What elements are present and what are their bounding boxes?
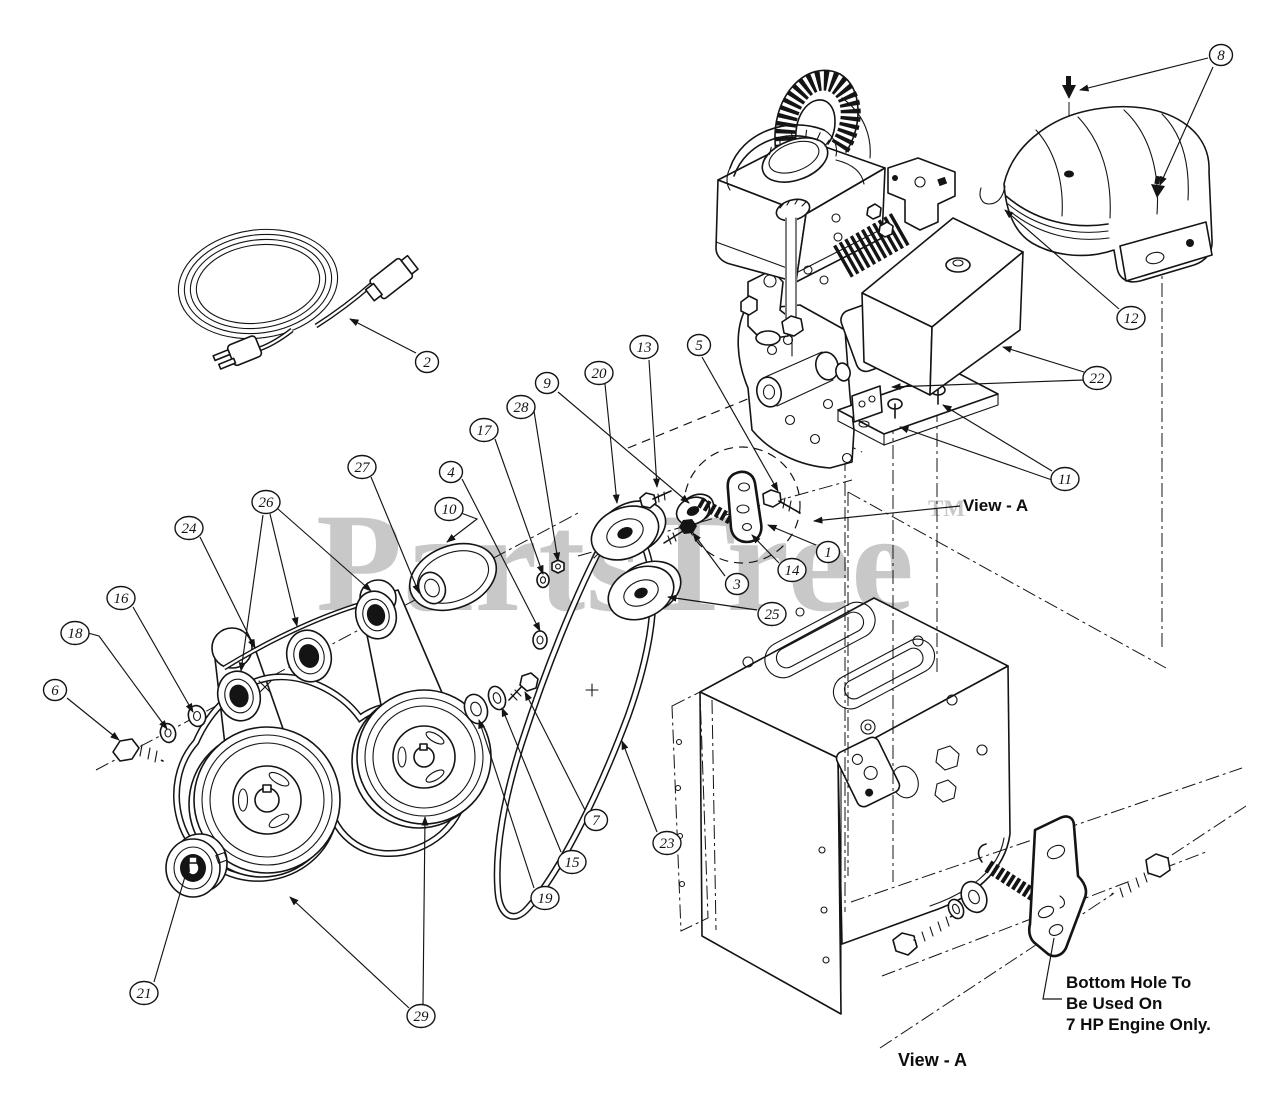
idler-hardware — [408, 397, 863, 650]
callout-14: 14 — [777, 557, 807, 583]
labels: View - A View - A Bottom Hole To Be Used… — [813, 496, 1211, 1070]
svg-text:19: 19 — [538, 891, 554, 907]
callout-20: 20 — [584, 360, 614, 386]
svg-text:2: 2 — [423, 355, 431, 371]
svg-text:14: 14 — [785, 563, 801, 579]
svg-text:12: 12 — [1124, 311, 1140, 327]
leader-lines — [66, 57, 1214, 1009]
view-a-detail — [892, 815, 1171, 1000]
callout-24: 24 — [174, 515, 204, 541]
callout-8: 8 — [1208, 43, 1234, 67]
callout-2: 2 — [414, 350, 440, 374]
callout-10: 10 — [434, 496, 464, 522]
note-line-3: 7 HP Engine Only. — [1066, 1015, 1211, 1034]
callout-18: 18 — [60, 620, 90, 646]
svg-text:21: 21 — [137, 986, 152, 1002]
svg-text:26: 26 — [259, 495, 275, 511]
callout-28: 28 — [506, 394, 536, 420]
belt-cover — [979, 76, 1213, 283]
callout-26: 26 — [251, 489, 281, 515]
callout-12: 12 — [1116, 305, 1146, 331]
view-a-top-label: View - A — [963, 496, 1028, 515]
svg-text:5: 5 — [695, 338, 703, 354]
svg-text:29: 29 — [414, 1009, 430, 1025]
svg-text:13: 13 — [637, 340, 652, 356]
view-a-bottom-label: View - A — [898, 1050, 967, 1070]
callout-21: 21 — [129, 980, 159, 1006]
svg-text:18: 18 — [68, 626, 84, 642]
callouts: 1 2 3 4 5 6 7 8 9 10 11 12 13 14 15 16 1… — [42, 43, 1234, 1029]
callout-3: 3 — [724, 572, 750, 596]
callout-16: 16 — [106, 585, 136, 611]
svg-text:3: 3 — [732, 577, 741, 593]
callout-13: 13 — [629, 334, 659, 360]
callout-27: 27 — [347, 454, 377, 480]
svg-text:1: 1 — [824, 545, 832, 561]
svg-text:6: 6 — [51, 683, 59, 699]
svg-text:10: 10 — [442, 502, 458, 518]
engine-assembly — [715, 69, 1024, 469]
callout-4: 4 — [438, 460, 464, 484]
callout-17: 17 — [469, 417, 499, 443]
svg-text:15: 15 — [565, 855, 581, 871]
callout-5: 5 — [686, 333, 712, 357]
svg-text:22: 22 — [1090, 371, 1106, 387]
svg-text:9: 9 — [543, 376, 551, 392]
pulley-system — [112, 579, 539, 898]
view-a-pointer — [813, 505, 961, 524]
callout-11: 11 — [1050, 466, 1080, 492]
callout-19: 19 — [530, 885, 560, 911]
svg-text:17: 17 — [477, 423, 494, 439]
note-line-1: Bottom Hole To — [1066, 973, 1191, 992]
callout-22: 22 — [1082, 365, 1112, 391]
callout-29: 29 — [406, 1003, 436, 1029]
svg-text:8: 8 — [1217, 48, 1225, 64]
frame-chassis — [671, 597, 1011, 1015]
svg-text:24: 24 — [182, 521, 198, 537]
svg-text:20: 20 — [592, 366, 608, 382]
callout-25: 25 — [757, 601, 787, 627]
svg-text:11: 11 — [1058, 472, 1072, 488]
note-line-2: Be Used On — [1066, 994, 1162, 1013]
callout-6: 6 — [42, 678, 68, 702]
callout-9: 9 — [534, 371, 560, 395]
svg-text:27: 27 — [355, 460, 372, 476]
svg-text:23: 23 — [660, 836, 675, 852]
callout-1: 1 — [815, 540, 841, 564]
callout-15: 15 — [557, 849, 587, 875]
svg-text:28: 28 — [514, 400, 530, 416]
callout-7: 7 — [583, 808, 609, 832]
svg-text:25: 25 — [765, 607, 781, 623]
svg-text:16: 16 — [114, 591, 130, 607]
power-cord — [177, 228, 419, 370]
callout-23: 23 — [652, 830, 682, 856]
svg-text:4: 4 — [447, 465, 455, 481]
svg-text:7: 7 — [592, 813, 601, 829]
